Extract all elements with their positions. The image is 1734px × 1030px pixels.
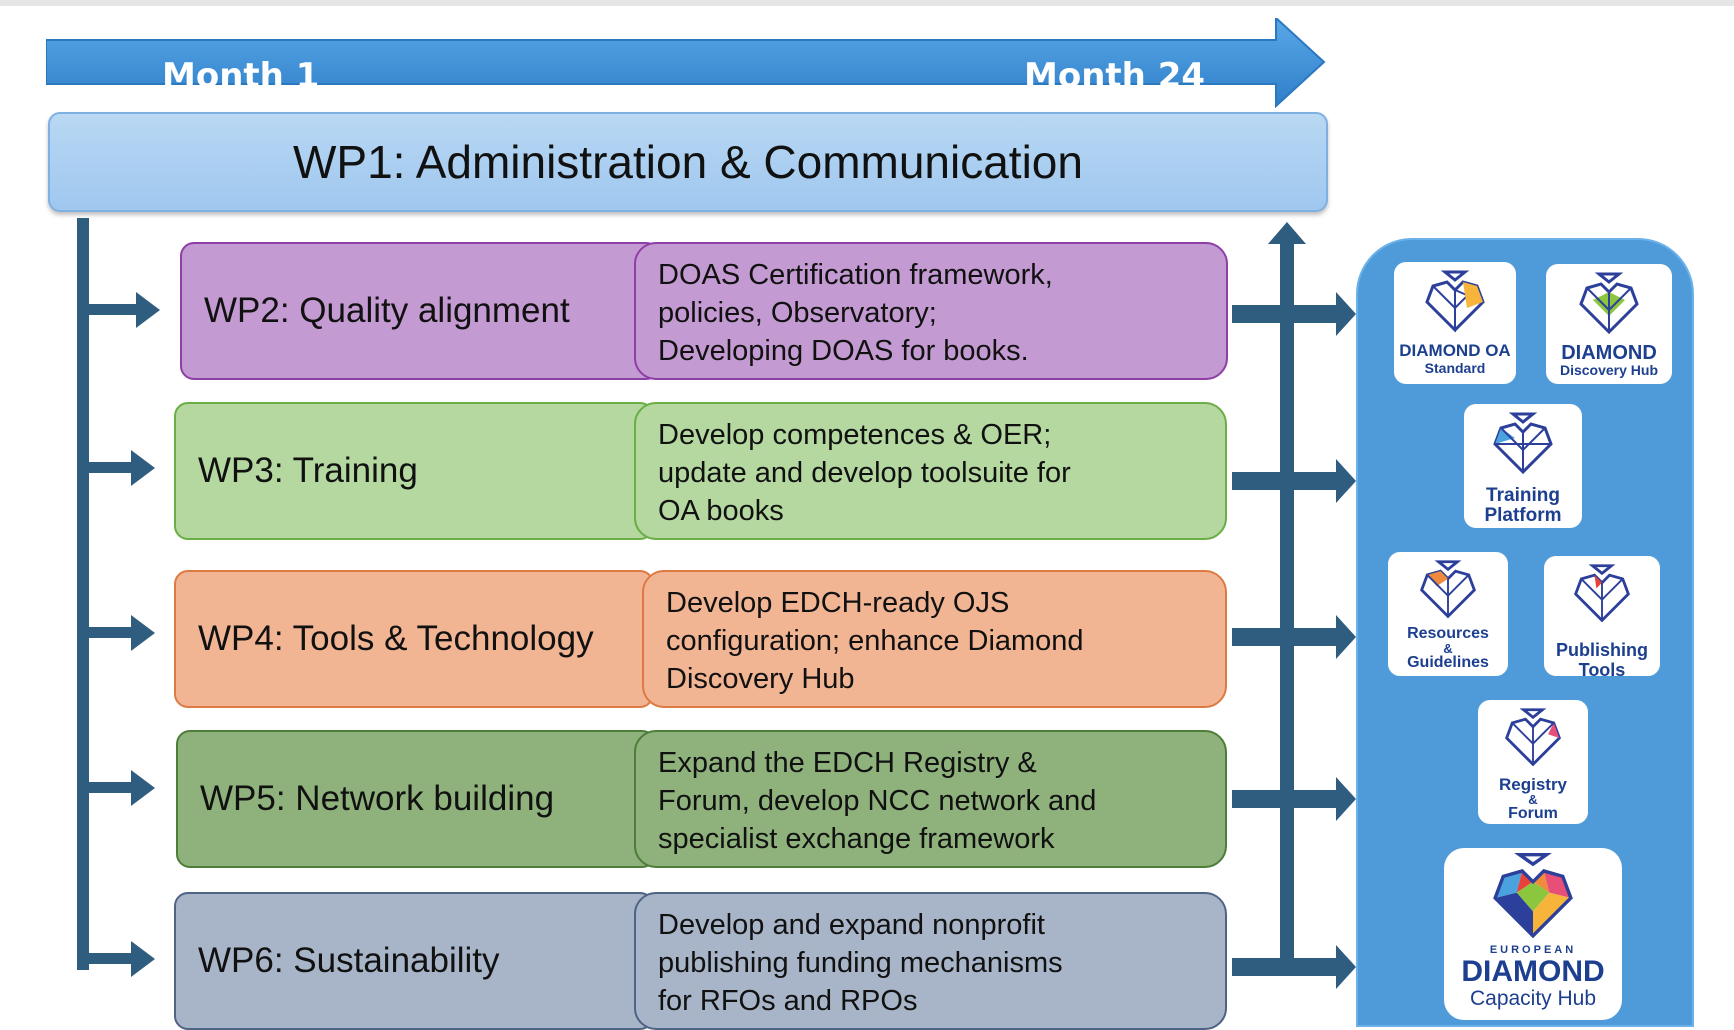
wp2-desc-line: Developing DOAS for books. (658, 335, 1029, 367)
tile-publishing-tools: Publishing Tools (1544, 556, 1660, 680)
wp2-row: WP2: Quality alignment DOAS Certificatio… (180, 242, 1228, 380)
left-arrow-wp2 (89, 292, 160, 328)
left-arrow-wp3 (89, 450, 155, 486)
wp2-description-box: DOAS Certification framework, policies, … (634, 242, 1228, 380)
tile-title: Registry (1498, 775, 1568, 794)
wp6-desc-line: for RFOs and RPOs (658, 985, 918, 1017)
tile-title: Training (1486, 485, 1560, 506)
wp5-desc-line: Expand the EDCH Registry & (658, 747, 1037, 779)
wp6-description-box: Develop and expand nonprofit publishing … (634, 892, 1227, 1030)
diamond-heart-logo-icon (1493, 853, 1573, 939)
wp6-label: WP6: Sustainability (198, 941, 500, 980)
wp3-label: WP3: Training (198, 451, 418, 490)
wp4-row: WP4: Tools & Technology Develop EDCH-rea… (174, 570, 1227, 708)
tile-ampersand: & (1528, 792, 1538, 807)
wp5-desc-line: Forum, develop NCC network and (658, 785, 1097, 817)
wp5-row: WP5: Network building Expand the EDCH Re… (176, 730, 1227, 868)
wp3-label-box: WP3: Training (174, 402, 654, 540)
diamond-heart-icon (1425, 270, 1485, 333)
tile-subtitle: Platform (1484, 505, 1562, 526)
wp4-description-box: Develop EDCH-ready OJS configuration; en… (642, 570, 1227, 708)
diamond-heart-icon (1574, 564, 1630, 623)
top-border (0, 0, 1734, 6)
wp4-desc-line: Develop EDCH-ready OJS (666, 587, 1010, 619)
wp6-row: WP6: Sustainability Develop and expand n… (174, 892, 1227, 1030)
tile-title: DIAMOND OA (1399, 341, 1511, 360)
tile-european-diamond-capacity-hub: EUROPEAN DIAMOND Capacity Hub (1444, 848, 1622, 1020)
tile-training-platform: Training Platform (1464, 404, 1582, 528)
wp6-label-box: WP6: Sustainability (174, 892, 654, 1030)
left-arrow-wp4 (89, 615, 155, 651)
right-spine (1280, 242, 1294, 966)
right-spine-up-arrow (1268, 222, 1306, 244)
wp1-label: WP1: Administration & Communication (293, 136, 1083, 188)
wp2-label-box: WP2: Quality alignment (180, 242, 660, 380)
wp3-description-box: Develop competences & OER; update and de… (634, 402, 1227, 540)
right-arrow-wp2 (1232, 292, 1356, 336)
wp4-label: WP4: Tools & Technology (198, 619, 594, 658)
right-arrow-wp3 (1232, 459, 1356, 503)
wp6-desc-line: publishing funding mechanisms (658, 947, 1063, 979)
wp4-desc-line: configuration; enhance Diamond (666, 625, 1084, 657)
tile-resources-guidelines: Resources & Guidelines (1388, 552, 1508, 676)
diamond-heart-icon (1420, 560, 1476, 619)
right-arrow-wp6 (1232, 945, 1356, 989)
diamond-heart-icon (1493, 412, 1553, 475)
wp4-desc-line: Discovery Hub (666, 663, 855, 695)
wp5-label-box: WP5: Network building (176, 730, 656, 868)
wp2-desc-line: DOAS Certification framework, (658, 259, 1053, 291)
left-arrow-wp5 (89, 770, 155, 806)
wp2-desc-line: policies, Observatory; (658, 297, 937, 329)
tile-registry-forum: Registry & Forum (1478, 700, 1588, 824)
tile-title: DIAMOND (1561, 342, 1657, 364)
hub-subtitle: Capacity Hub (1469, 987, 1597, 1010)
right-arrow-wp5 (1232, 777, 1356, 821)
left-arrow-wp6 (89, 941, 155, 977)
diamond-heart-icon (1579, 272, 1639, 335)
wp5-desc-line: specialist exchange framework (658, 823, 1055, 855)
wp3-desc-line: update and develop toolsuite for (658, 457, 1071, 489)
wp6-desc-line: Develop and expand nonprofit (658, 909, 1045, 941)
wp1-box: WP1: Administration & Communication (48, 112, 1328, 212)
timeline-arrow: Month 1 Month 24 (45, 15, 1336, 112)
wp3-desc-line: Develop competences & OER; (658, 419, 1052, 451)
diamond-heart-icon (1505, 708, 1561, 767)
tile-subtitle: Standard (1424, 360, 1486, 376)
wp4-label-box: WP4: Tools & Technology (174, 570, 654, 708)
tile-subtitle: Guidelines (1407, 654, 1489, 671)
tile-diamond-oa-standard: DIAMOND OA Standard (1394, 262, 1516, 384)
timeline-arrow-shape (45, 15, 1326, 109)
wp5-label: WP5: Network building (200, 779, 555, 818)
tile-diamond-discovery-hub: DIAMOND Discovery Hub (1546, 264, 1672, 384)
outputs-panel: DIAMOND OA Standard DIAMOND Discovery Hu… (1356, 238, 1694, 1027)
timeline-end-label: Month 24 (1024, 56, 1206, 96)
right-arrow-wp4 (1232, 615, 1356, 659)
tile-subtitle: Forum (1508, 805, 1558, 822)
wp3-row: WP3: Training Develop competences & OER;… (174, 402, 1227, 540)
tile-title: Publishing (1556, 640, 1648, 660)
hub-prefix: EUROPEAN (1489, 944, 1577, 956)
left-spine (77, 218, 89, 970)
tile-ampersand: & (1443, 641, 1453, 656)
timeline-start-label: Month 1 (162, 56, 320, 96)
tile-subtitle: Discovery Hub (1559, 362, 1659, 378)
wp5-description-box: Expand the EDCH Registry & Forum, develo… (634, 730, 1227, 868)
hub-title: DIAMOND (1461, 955, 1605, 988)
tile-title: Resources (1407, 625, 1489, 642)
tile-subtitle: Tools (1578, 660, 1626, 680)
wp3-desc-line: OA books (658, 495, 784, 527)
wp2-label: WP2: Quality alignment (204, 291, 570, 330)
